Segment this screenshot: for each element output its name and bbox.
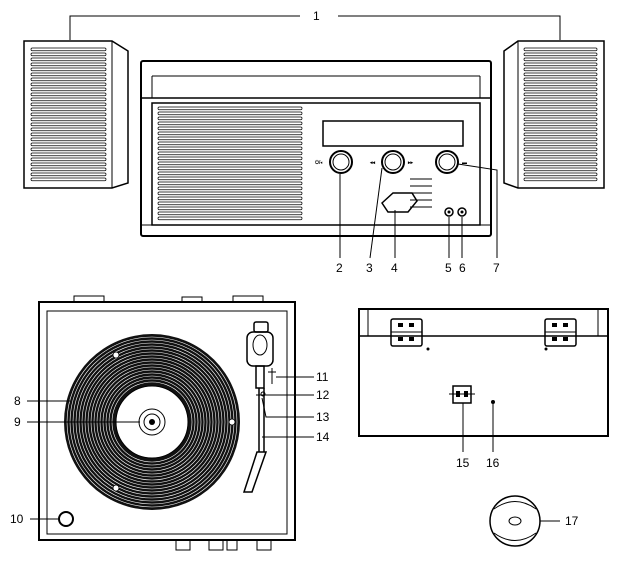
callout-2: 2 bbox=[336, 261, 343, 275]
callout-11: 11 bbox=[316, 370, 329, 384]
callout-4: 4 bbox=[391, 261, 398, 275]
callout-15: 15 bbox=[456, 456, 470, 470]
rear-view: 15 16 bbox=[358, 308, 609, 470]
speaker-leader-line bbox=[69, 15, 561, 40]
callout-6: 6 bbox=[459, 261, 466, 275]
callout-14: 14 bbox=[316, 430, 330, 444]
vinyl-record bbox=[64, 334, 240, 510]
callout-9: 9 bbox=[14, 415, 21, 429]
rear-panel bbox=[358, 308, 609, 437]
svg-text:⏻/◂: ⏻/◂ bbox=[315, 160, 322, 166]
callout-8: 8 bbox=[14, 394, 21, 408]
function-knob[interactable] bbox=[435, 150, 459, 174]
svg-text:▬: ▬ bbox=[462, 160, 467, 166]
left-speaker bbox=[23, 40, 129, 189]
headphone-jack[interactable] bbox=[444, 207, 454, 217]
top-view: 8 9 10 11 12 13 14 bbox=[10, 295, 330, 551]
tonearm[interactable] bbox=[242, 321, 276, 493]
display-window bbox=[322, 120, 464, 147]
callout-13: 13 bbox=[316, 410, 330, 424]
function-selector-switch[interactable] bbox=[381, 178, 432, 213]
line-out-socket[interactable] bbox=[449, 385, 475, 404]
rear-hinge-left bbox=[390, 318, 423, 347]
top-leader-lines bbox=[27, 376, 314, 520]
main-cabinet: ⏻/◂ ◂◂ ▸▸ ▬ bbox=[140, 60, 492, 237]
right-speaker-grille bbox=[523, 47, 598, 182]
callout-1: 1 bbox=[313, 9, 320, 23]
turntable-frame bbox=[38, 301, 296, 541]
callout-7: 7 bbox=[493, 261, 500, 275]
callout-12: 12 bbox=[316, 388, 330, 402]
rear-hinge-right bbox=[544, 318, 577, 347]
svg-text:▸▸: ▸▸ bbox=[407, 160, 414, 166]
callout-17: 17 bbox=[565, 514, 579, 528]
adapter-45rpm: 17 bbox=[489, 495, 579, 547]
callout-16: 16 bbox=[486, 456, 500, 470]
front-speaker-grille bbox=[157, 106, 303, 221]
aux-in-jack[interactable] bbox=[457, 207, 467, 217]
antenna-wire bbox=[491, 400, 495, 404]
right-speaker bbox=[503, 40, 605, 189]
callout-3: 3 bbox=[366, 261, 373, 275]
power-volume-knob[interactable] bbox=[329, 150, 353, 174]
front-leader-lines bbox=[339, 163, 498, 259]
callout-10: 10 bbox=[10, 512, 24, 526]
tuning-knob[interactable] bbox=[381, 150, 405, 174]
adapter-holder bbox=[58, 511, 74, 527]
left-speaker-grille bbox=[30, 47, 107, 182]
svg-text:◂◂: ◂◂ bbox=[369, 160, 376, 166]
callout-5: 5 bbox=[445, 261, 452, 275]
front-view: ⏻/◂ ◂◂ ▸▸ ▬ bbox=[23, 9, 605, 275]
